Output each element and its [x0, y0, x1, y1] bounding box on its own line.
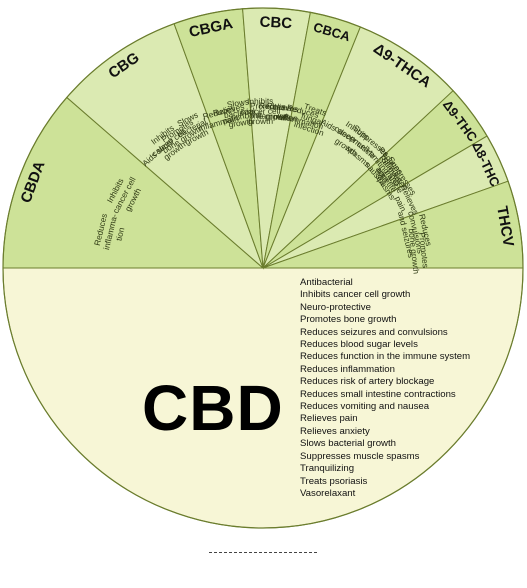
cbd-benefit-item: Reduces inflammation — [300, 363, 395, 375]
segment-name: THCV — [493, 205, 517, 248]
cbd-benefit-item: Slows bacterial growth — [300, 438, 396, 450]
cbd-benefit-item: Reduces small intestine contractions — [300, 388, 456, 400]
segment-item: Relievespain — [212, 102, 247, 128]
cbd-benefit-item: Antibacterial — [300, 277, 353, 288]
segment-item: Treatsfungalinfection — [293, 100, 332, 138]
segment-item: Relievespain — [265, 100, 299, 124]
cbd-benefit-item: Relieves anxiety — [300, 425, 370, 437]
cbd-benefit-item: Reduces blood sugar levels — [300, 339, 418, 351]
cbd-benefit-item: Promotes bone growth — [300, 314, 397, 326]
cbd-benefit-item: Treats psoriasis — [300, 475, 368, 487]
segment-item: Reducesinflammation — [251, 100, 300, 124]
segment-item: Promotesbone growth — [244, 101, 291, 122]
cbd-benefit-item: Reduces vomiting and nausea — [300, 401, 430, 413]
cbd-benefit-item: Reduces seizures and convulsions — [300, 326, 448, 338]
cbd-benefit-item: Relieves pain — [300, 413, 358, 425]
cbd-benefit-item: Reduces risk of artery blockage — [300, 376, 435, 388]
cbd-title: CBD — [142, 372, 284, 444]
footer-divider — [209, 552, 317, 553]
cbd-benefit-item: Vasorelaxant — [300, 487, 356, 499]
segment-name: CBC — [259, 13, 293, 32]
cbd-benefit-item: Inhibits cancer cell growth — [300, 289, 411, 301]
cbd-benefit-item: Tranquilizing — [300, 463, 355, 475]
segment-item: Inhibitscancer cellgrowth — [240, 96, 280, 127]
segment-item: Slowsbacterialgrowth — [222, 96, 258, 130]
cbd-benefit-item: Suppresses muscle spasms — [300, 450, 420, 462]
cbd-benefit-item: Reduces function in the immune system — [300, 351, 471, 363]
wheel-rim — [2, 7, 524, 529]
cbd-benefit-item: Neuro-protective — [300, 301, 371, 313]
